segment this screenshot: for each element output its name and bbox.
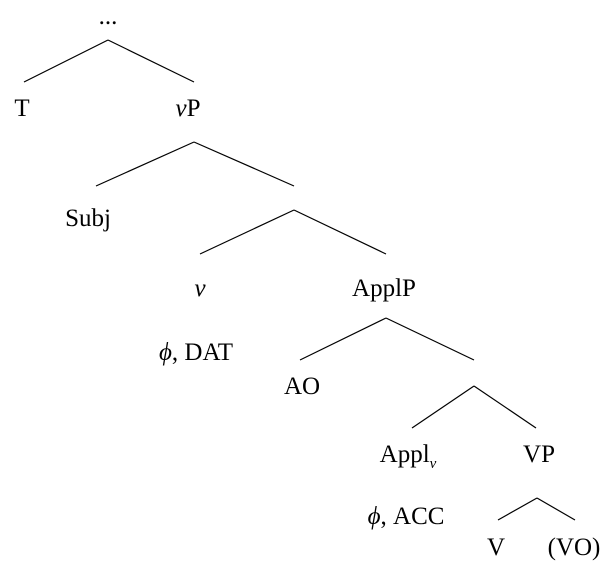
node-appl: Applv	[380, 440, 437, 479]
node-subj: Subj	[65, 205, 111, 232]
node-v-features: ϕ, DAT	[159, 338, 233, 368]
node-vp-rest: P	[186, 95, 201, 122]
node-appl-base: Appl	[379, 441, 430, 468]
edge-applbar-appl	[411, 385, 475, 429]
node-appl-sub: v	[429, 456, 437, 472]
node-ao: AO	[283, 373, 321, 400]
node-vp-italic: v	[175, 95, 187, 122]
node-appl-features: ϕ, ACC	[368, 502, 445, 532]
edge-root-vp	[107, 39, 195, 83]
node-v: v	[194, 275, 206, 302]
edge-vp-vo	[536, 497, 576, 521]
edge-vp-vbar	[193, 141, 295, 187]
node-vo: (VO)	[547, 534, 601, 561]
edge-vbar-v	[199, 209, 295, 255]
phi-symbol: ϕ	[367, 503, 381, 530]
edge-applp-applbar	[385, 317, 475, 361]
edge-applp-ao	[299, 317, 387, 361]
phi-symbol: ϕ	[158, 339, 172, 366]
case-dat: , DAT	[171, 339, 234, 366]
node-vp-lower: VP	[523, 441, 555, 468]
edge-root-t	[23, 39, 109, 83]
case-acc: , ACC	[380, 503, 445, 530]
edge-vp-subj	[95, 141, 195, 187]
node-applp: ApplP	[352, 275, 416, 302]
edge-vp-v	[497, 497, 538, 521]
node-root: ...	[98, 3, 118, 30]
node-vp: vP	[175, 94, 200, 124]
edge-vbar-applp	[293, 209, 387, 255]
edge-applbar-vp	[473, 385, 537, 429]
node-t: T	[14, 95, 30, 122]
node-verb: V	[486, 534, 506, 561]
